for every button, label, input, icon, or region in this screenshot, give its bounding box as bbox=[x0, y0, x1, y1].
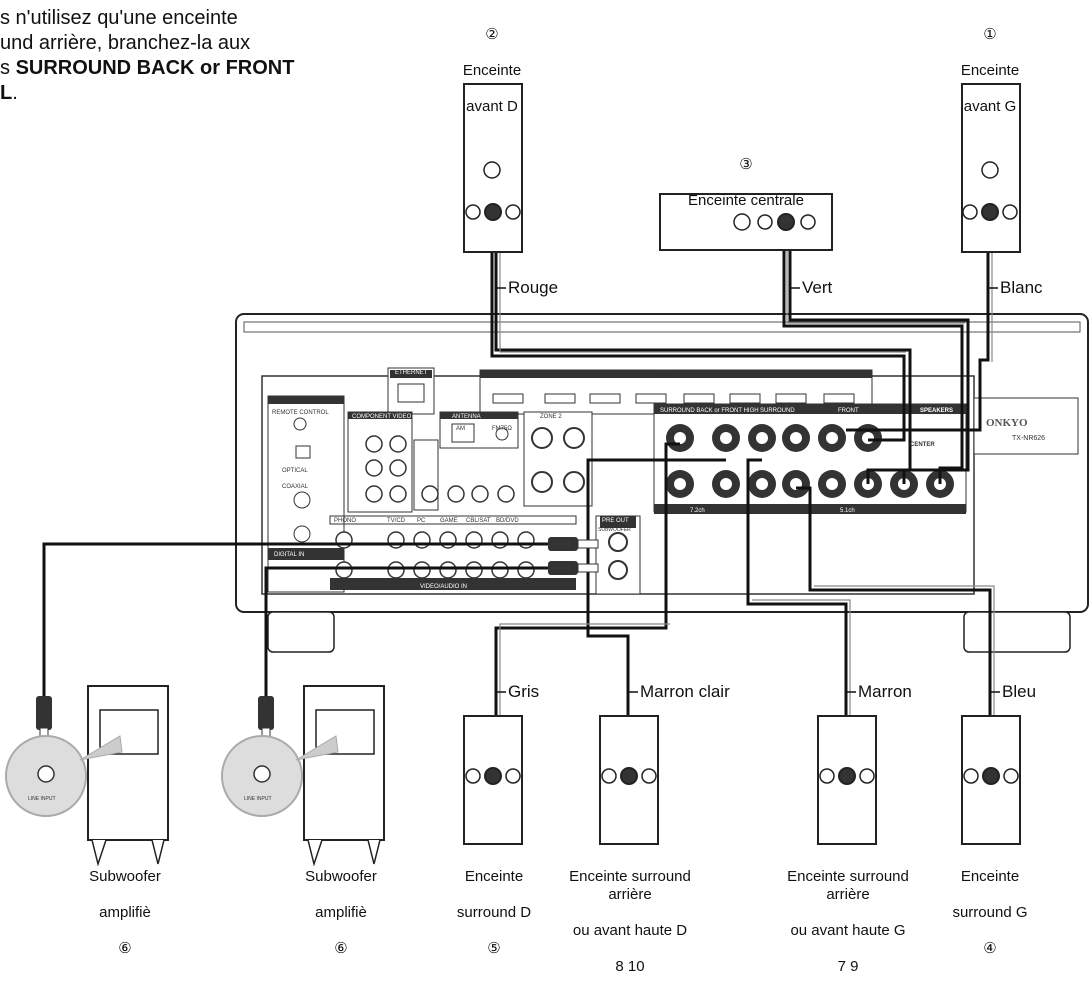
wire-label-vert: Vert bbox=[802, 278, 833, 297]
wire-label-bleu: Bleu bbox=[1002, 682, 1037, 701]
center-name: Enceinte centrale bbox=[688, 192, 804, 209]
label-center: CENTER bbox=[910, 442, 935, 448]
label-optical: OPTICAL bbox=[282, 468, 308, 474]
label-hdmi: HDMI bbox=[660, 372, 676, 378]
label-coaxial: COAXIAL bbox=[282, 484, 309, 490]
label-51ch: 5.1ch bbox=[840, 508, 855, 514]
label-game: GAME bbox=[440, 518, 458, 524]
surround-back-left-num: 7 9 bbox=[837, 958, 859, 975]
note-line-3-prefix: s bbox=[0, 57, 16, 79]
model-name: TX-NR626 bbox=[1012, 435, 1045, 442]
instruction-note: s n'utilisez qu'une enceinte und arrière… bbox=[0, 6, 370, 106]
line-input-label-2: LINE INPUT bbox=[244, 796, 272, 802]
surround-back-left-name2: ou avant haute G bbox=[790, 922, 906, 939]
subwoofer-2-name: Subwoofer bbox=[305, 868, 377, 885]
front-right-num: ② bbox=[485, 26, 499, 43]
front-left-name2: avant G bbox=[963, 98, 1017, 115]
surround-right-name: Enceinte bbox=[464, 868, 524, 885]
note-line-1: s n'utilisez qu'une enceinte bbox=[0, 7, 238, 29]
label-surround-back-left: Enceinte surround arrière ou avant haute… bbox=[764, 850, 932, 994]
wire-label-marron: Marron bbox=[858, 682, 912, 701]
label-speakers: SPEAKERS bbox=[920, 408, 953, 414]
front-right-name2: avant D bbox=[466, 98, 518, 115]
surround-left-num: ④ bbox=[983, 940, 997, 957]
label-surround-back: SURROUND BACK or FRONT HIGH bbox=[660, 408, 759, 414]
label-fm: FM75Ω bbox=[492, 426, 512, 432]
label-front-left: ① Enceinte avant G bbox=[938, 8, 1042, 134]
surround-back-right-name: Enceinte surround arrière bbox=[569, 868, 691, 903]
center-num: ③ bbox=[739, 156, 753, 173]
label-center: ③ Enceinte centrale bbox=[656, 138, 836, 228]
av-receiver bbox=[235, 313, 1089, 653]
label-ethernet: ETHERNET bbox=[395, 370, 428, 376]
subwoofer-1-num: ⑥ bbox=[118, 940, 132, 957]
note-line-2: und arrière, branchez-la aux bbox=[0, 32, 251, 54]
label-surround-right: Enceinte surround D ⑤ bbox=[436, 850, 552, 976]
speaker-wires bbox=[42, 212, 992, 776]
front-left-name: Enceinte bbox=[960, 62, 1020, 79]
label-front: FRONT bbox=[838, 408, 859, 414]
surround-back-right-num: 8 10 bbox=[615, 958, 645, 975]
surround-back-left-name: Enceinte surround arrière bbox=[787, 868, 909, 903]
label-subwoofer-2: Subwoofer amplifiè ⑥ bbox=[286, 850, 396, 976]
speaker-front-right bbox=[463, 83, 523, 253]
speaker-surround-back-right bbox=[599, 715, 659, 845]
wire-label-blanc: Blanc bbox=[1000, 278, 1043, 297]
wire-label-gris: Gris bbox=[508, 682, 540, 701]
label-zone2: ZONE 2 bbox=[540, 414, 562, 420]
label-surround: SURROUND bbox=[760, 408, 795, 414]
label-antenna: ANTENNA bbox=[452, 414, 481, 420]
note-line-4-bold: L bbox=[0, 82, 13, 104]
front-right-name: Enceinte bbox=[462, 62, 522, 79]
speaker-surround-back-left bbox=[817, 715, 877, 845]
wire-label-rouge: Rouge bbox=[508, 278, 559, 297]
label-72ch: 7.2ch bbox=[690, 508, 705, 514]
wire-label-marron-clair: Marron clair bbox=[640, 682, 730, 701]
wiring-diagram: ETHERNET HDMI ANTENNA AM FM75Ω ZONE 2 CO… bbox=[5, 83, 1089, 867]
rca-plugs bbox=[36, 537, 599, 745]
brand-logo: ONKYO bbox=[986, 417, 1028, 429]
front-left-num: ① bbox=[983, 26, 997, 43]
label-phono: PHONO bbox=[334, 518, 356, 524]
subwoofer-2 bbox=[221, 685, 385, 867]
subwoofer-2-num: ⑥ bbox=[334, 940, 348, 957]
label-subwoofer-1: Subwoofer amplifiè ⑥ bbox=[70, 850, 180, 976]
label-front-right: ② Enceinte avant D bbox=[440, 8, 544, 134]
label-cblsat: CBL/SAT bbox=[466, 518, 491, 524]
line-input-label-1: LINE INPUT bbox=[28, 796, 56, 802]
subwoofer-1-name: Subwoofer bbox=[89, 868, 161, 885]
surround-left-name: Enceinte bbox=[960, 868, 1020, 885]
surround-right-name2: surround D bbox=[456, 904, 532, 921]
surround-left-name2: surround G bbox=[952, 904, 1028, 921]
label-surround-left: Enceinte surround G ④ bbox=[938, 850, 1042, 976]
surround-back-right-name2: ou avant haute D bbox=[572, 922, 688, 939]
label-bddvd: BD/DVD bbox=[496, 518, 519, 524]
surround-right-num: ⑤ bbox=[487, 940, 501, 957]
speaker-front-left bbox=[961, 83, 1021, 253]
note-line-4-suffix: . bbox=[12, 82, 18, 104]
label-am: AM bbox=[456, 426, 465, 432]
label-remote-control: REMOTE CONTROL bbox=[272, 410, 329, 416]
label-tvcd: TV/CD bbox=[387, 518, 406, 524]
label-video-audio-in: VIDEO/AUDIO IN bbox=[420, 584, 467, 590]
subwoofer-1-name2: amplifiè bbox=[99, 904, 151, 921]
label-digital-in: DIGITAL IN bbox=[274, 552, 304, 558]
speaker-surround-right bbox=[463, 715, 523, 845]
speaker-surround-left bbox=[961, 715, 1021, 845]
label-pre-out: PRE OUT bbox=[602, 518, 629, 524]
subwoofer-1 bbox=[5, 685, 169, 867]
subwoofer-2-name2: amplifiè bbox=[315, 904, 367, 921]
note-line-3-bold: SURROUND BACK or FRONT bbox=[15, 57, 295, 79]
label-surround-back-right: Enceinte surround arrière ou avant haute… bbox=[548, 850, 712, 994]
label-component-video: COMPONENT VIDEO bbox=[352, 414, 412, 420]
label-pc: PC bbox=[417, 518, 426, 524]
speaker-center bbox=[659, 193, 833, 251]
label-subwoofer-out: SUBWOOFER bbox=[598, 527, 631, 533]
